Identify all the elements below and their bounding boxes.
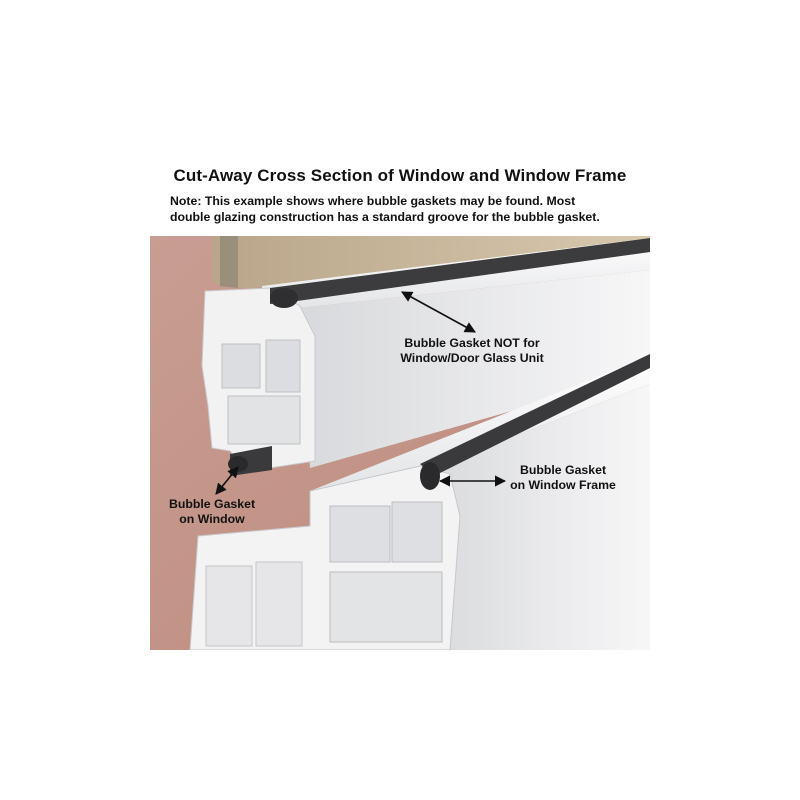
window-sash-front	[300, 270, 650, 468]
sill-chamber-2	[255, 561, 303, 647]
note-line-2: double glazing construction has a standa…	[170, 209, 600, 224]
label-on-frame-line-2: on Window Frame	[510, 478, 616, 492]
gasket-frame-end	[420, 462, 440, 490]
frame-chamber-3	[329, 571, 443, 643]
label-gasket-on-window: Bubble Gasket on Window	[152, 497, 272, 527]
frame-top	[310, 356, 650, 498]
label-gasket-not-for-glass: Bubble Gasket NOT for Window/Door Glass …	[372, 336, 572, 366]
label-gasket-on-frame: Bubble Gasket on Window Frame	[488, 463, 638, 493]
sash-chamber-3	[227, 395, 301, 445]
label-not-for-glass-line-2: Window/Door Glass Unit	[400, 351, 544, 365]
frame-chamber-2	[391, 501, 443, 563]
note-text: Note: This example shows where bubble ga…	[170, 194, 690, 225]
note-line-1: Note: This example shows where bubble ga…	[170, 194, 576, 208]
diagram-title: Cut-Away Cross Section of Window and Win…	[173, 166, 627, 185]
frame-chamber-1	[329, 505, 391, 563]
glass-edge	[220, 236, 238, 288]
label-not-for-glass-line-1: Bubble Gasket NOT for	[404, 336, 540, 350]
sill-chamber-1	[205, 565, 253, 647]
sash-chamber-2	[265, 339, 301, 393]
gasket-top-strip	[270, 238, 650, 304]
sash-chamber-1	[221, 343, 261, 389]
label-on-window-line-1: Bubble Gasket	[168, 497, 256, 511]
label-on-window-line-2: on Window	[179, 512, 245, 526]
gasket-frame-strip	[420, 354, 650, 476]
glass-pane	[212, 236, 650, 288]
gasket-window-end	[228, 456, 248, 472]
gasket-top-end	[270, 288, 298, 308]
label-on-frame-line-1: Bubble Gasket	[519, 463, 607, 477]
cross-section-photo	[150, 236, 650, 650]
